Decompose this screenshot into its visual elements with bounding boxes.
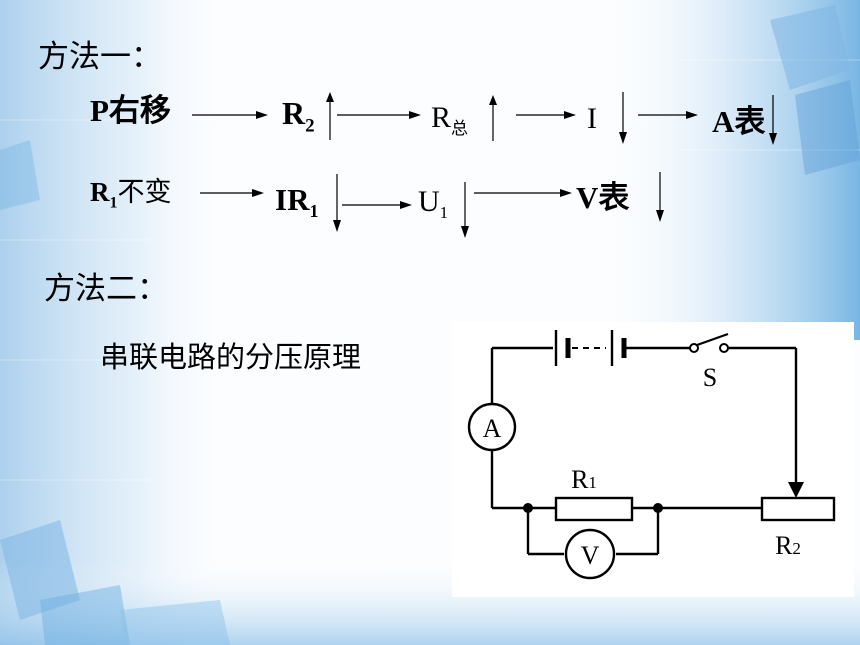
rtotal-symbol: R: [431, 101, 452, 134]
arrow-right-6: [342, 201, 412, 209]
switch-symbol: [689, 332, 729, 353]
r1-label: R1: [571, 465, 597, 494]
r1-label-main: R: [571, 465, 589, 494]
r2-label-sub: 2: [792, 539, 801, 558]
arrow-right-2: [337, 111, 421, 119]
row1-cause-text: P右移: [90, 93, 171, 128]
arrow-down-current: [619, 92, 627, 144]
rtotal-subscript: 总: [451, 119, 469, 139]
r1-unchanged-text: 不变: [117, 177, 172, 208]
voltmeter-symbol: V: [564, 528, 616, 580]
ammeter-letter: A: [483, 414, 502, 443]
row1-ammeter: A表: [712, 104, 766, 139]
junction-right: [653, 503, 663, 513]
r2-label-main: R: [775, 531, 793, 560]
row1-cause: P右移: [90, 95, 171, 126]
u1-subscript: 1: [439, 203, 449, 222]
r1-label-sub: 1: [588, 473, 597, 492]
method1-heading: 方法一：: [38, 39, 162, 75]
arrow-down-ir1: [333, 174, 341, 232]
arrow-right-4: [638, 111, 698, 119]
arrow-up-rtotal: [489, 95, 497, 141]
switch-label: S: [703, 363, 717, 392]
row1-r2: R2: [282, 97, 315, 135]
rheostat-r2: [760, 496, 836, 522]
ir1-symbol: IR: [275, 182, 310, 217]
row2-r1: R1不变: [90, 179, 172, 211]
method2-heading: 方法二：: [44, 271, 168, 307]
arrow-down-u1: [461, 182, 469, 238]
row1-rtotal: R总: [431, 103, 468, 138]
slider-arrow: [788, 482, 804, 498]
circuit-diagram: S A R1 V R2: [452, 322, 854, 597]
r2-subscript: 2: [305, 115, 315, 137]
r2-label: R2: [775, 531, 801, 560]
battery-symbol: [554, 330, 627, 366]
junction-left: [523, 503, 533, 513]
row2-ir1: IR1: [275, 184, 318, 220]
arrow-right-7: [474, 189, 572, 197]
arrow-down-ammeter: [769, 95, 777, 145]
r1-symbol: R: [90, 177, 110, 207]
ir1-subscript: 1: [309, 201, 319, 222]
arrow-right-1: [192, 111, 268, 119]
row2-u1: U1: [418, 185, 449, 222]
arrow-down-voltmeter: [656, 172, 664, 222]
row2-voltmeter: V表: [576, 180, 630, 215]
arrow-up-r2: [326, 92, 334, 140]
voltmeter-letter: V: [581, 541, 600, 570]
resistor-r1: [554, 496, 634, 522]
ammeter-symbol: A: [467, 402, 517, 452]
row1-current: I: [587, 102, 597, 135]
arrow-right-3: [516, 111, 576, 119]
u1-symbol: U: [418, 185, 440, 218]
r2-symbol: R: [282, 95, 306, 131]
arrow-right-5: [200, 189, 264, 197]
principle-text: 串联电路的分压原理: [100, 340, 362, 374]
r1-subscript: 1: [109, 194, 118, 212]
